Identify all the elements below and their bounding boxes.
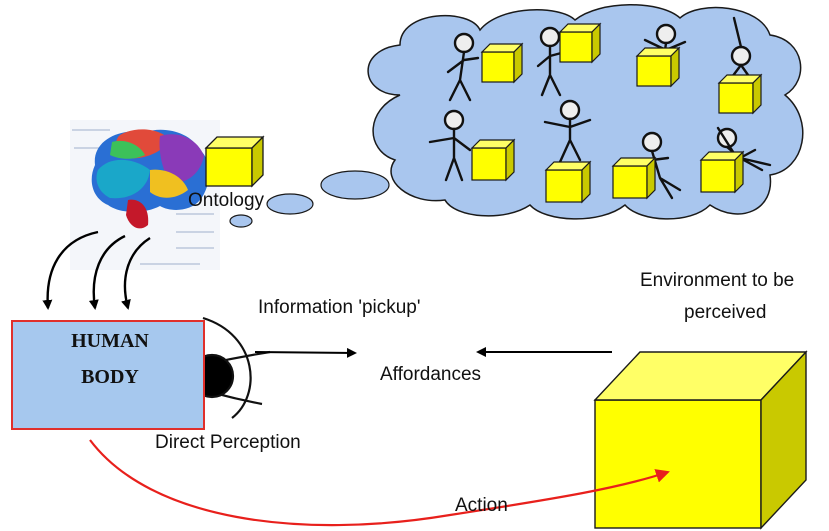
action-label: Action (455, 495, 508, 516)
action-arrow (89, 439, 670, 527)
environment-label-line2: perceived (684, 302, 767, 323)
ontology-label: Ontology (188, 190, 265, 211)
body-label-line1: HUMAN (71, 330, 149, 352)
ontology-cube (204, 135, 265, 188)
environment-cube (593, 350, 808, 530)
human-body-box: HUMAN BODY (11, 320, 205, 430)
cloud-cubes (470, 22, 763, 204)
thought-bubble-medium (266, 193, 314, 215)
thought-bubble-small (229, 214, 253, 228)
environment-label-line1: Environment to be (640, 270, 795, 291)
affordances-label: Affordances (380, 364, 482, 385)
info-pickup-label: Information 'pickup' (258, 297, 421, 318)
cloud-figures (428, 16, 772, 200)
brain-image (70, 120, 220, 270)
body-label-line2: BODY (81, 366, 139, 388)
thought-bubble-large (320, 170, 390, 200)
direct-perception-label: Direct Perception (155, 432, 301, 453)
brain-to-body-arrows (42, 230, 151, 310)
pickup-arrow (254, 347, 357, 358)
